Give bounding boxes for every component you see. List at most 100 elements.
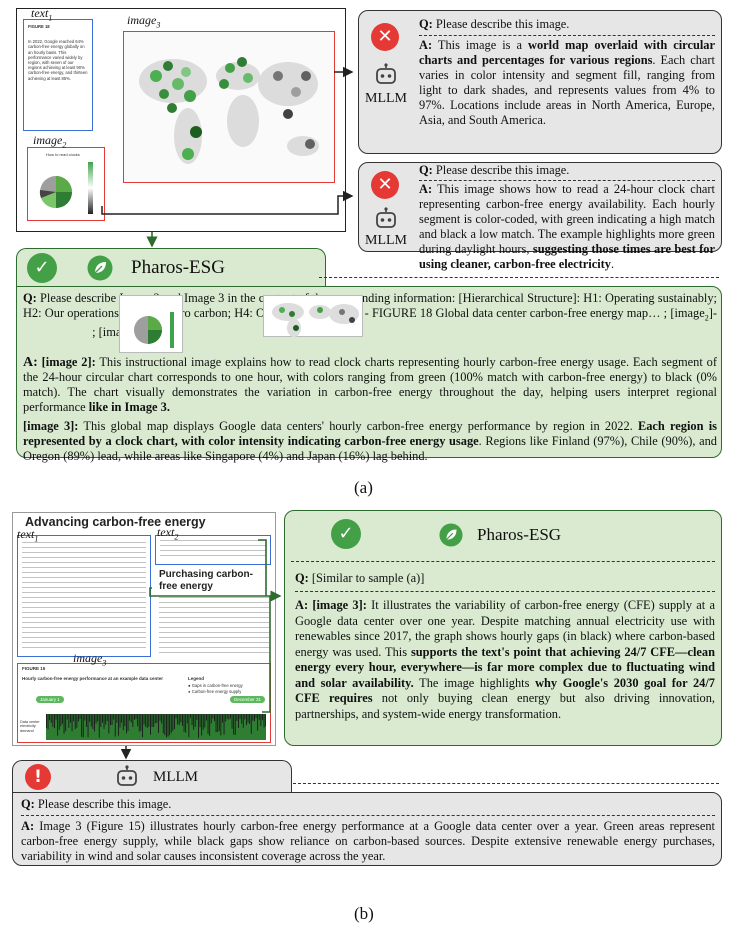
gap-stripe <box>238 714 239 728</box>
legend-title: Legend <box>188 676 205 681</box>
gap-stripe <box>249 714 251 724</box>
gap-stripe <box>158 714 159 733</box>
gap-stripe <box>178 714 180 726</box>
gap-stripe <box>66 714 68 720</box>
qa-divider <box>419 35 715 36</box>
pharos-body-a: Q: Please describe Image 2 and Image 3 i… <box>16 277 722 463</box>
text-segment: This image shows how to read a 24-hour c… <box>419 182 715 256</box>
image2-box: How to read clocks <box>27 147 105 221</box>
gap-stripe <box>246 714 247 726</box>
gap-stripe <box>98 714 100 738</box>
dec-badge: December 31 <box>230 696 266 703</box>
gap-stripe <box>84 714 86 721</box>
gap-stripe <box>258 714 260 720</box>
text-segment: world map overlaid with circular charts … <box>419 38 715 67</box>
gap-stripe <box>140 714 142 731</box>
gap-stripe <box>202 714 204 730</box>
image3-box-b: FIGURE 15 Hourly carbon-free energy perf… <box>17 663 271 743</box>
gap-stripe <box>247 714 249 723</box>
legend-item-supply: ● Carbon-free energy supply <box>188 689 242 694</box>
gap-stripe <box>217 714 219 732</box>
text-segment: The image highlights <box>413 675 536 690</box>
error-x-icon: ✕ <box>371 23 399 51</box>
gap-stripe <box>183 714 185 732</box>
doc-a: FIGURE 18 In 2022, Google reached 64% ca… <box>16 6 346 232</box>
gap-stripe <box>234 714 236 735</box>
gap-stripe <box>89 714 91 722</box>
gap-stripe <box>252 714 254 721</box>
image2-tag: image2 <box>33 133 67 150</box>
text-segment: why Google's 2030 goal for 24/7 CFE requ… <box>295 675 715 706</box>
gap-stripe <box>218 714 220 732</box>
gap-stripe <box>47 714 49 730</box>
gap-stripe <box>65 714 67 732</box>
gap-stripe <box>188 714 190 738</box>
gap-stripe <box>50 714 52 723</box>
gap-stripe <box>118 714 119 736</box>
gap-stripe <box>254 714 255 722</box>
image3-box <box>123 31 335 183</box>
gap-stripe <box>86 714 87 727</box>
text2-box-b <box>155 535 271 565</box>
question: Q: Please describe this image. <box>419 17 570 31</box>
mllm-qa-b: Q: Please describe this image. A: Image … <box>21 797 715 864</box>
gap-stripe <box>62 714 63 724</box>
gap-stripe <box>92 714 94 730</box>
mllm-label: MLLM <box>365 91 407 106</box>
gap-stripe <box>167 714 169 737</box>
answer: A: This image shows how to read a 24-hou… <box>419 182 715 271</box>
text1-tag-b: text1 <box>17 527 39 544</box>
gap-stripe <box>130 714 132 723</box>
text-segment: . <box>611 257 615 271</box>
gap-stripe <box>148 714 150 727</box>
qa-divider <box>295 591 715 592</box>
gap-stripe <box>54 714 55 729</box>
gap-stripe <box>190 714 191 719</box>
leaf-icon <box>439 523 463 547</box>
gap-stripe <box>97 714 99 722</box>
gap-stripe <box>57 714 59 736</box>
text1-tag: text1 <box>31 6 53 23</box>
gap-stripe <box>70 714 71 723</box>
gap-stripe <box>82 714 84 738</box>
mllm-response-2: ✕ MLLM Q: Please describe this image. A:… <box>358 162 722 271</box>
pharos-question: Q: Please describe Image 2 and Image 3 i… <box>23 291 718 342</box>
gap-stripe <box>196 714 198 720</box>
text-segment: suggesting those times are best for usin… <box>419 242 715 271</box>
mllm-response-1: ✕ MLLM Q: Please describe this image. A:… <box>358 10 722 154</box>
gap-stripe <box>68 714 70 728</box>
thumb-image2 <box>119 295 183 353</box>
gap-stripe <box>236 714 238 721</box>
gap-stripe <box>175 714 177 719</box>
gap-stripe <box>201 714 203 736</box>
text-segment: supports the text's point that achieving… <box>295 644 715 690</box>
gap-stripe <box>194 714 196 727</box>
gap-stripe <box>206 714 207 721</box>
text1-box: FIGURE 18 In 2022, Google reached 64% ca… <box>23 19 93 131</box>
gap-stripe <box>244 714 246 720</box>
gap-stripe <box>169 714 171 736</box>
pharos-answer-b: A: [image 3]: It illustrates the variabi… <box>295 598 716 721</box>
text2-lines <box>160 540 266 560</box>
gap-stripe <box>116 714 118 723</box>
mllm-label-b: MLLM <box>153 769 198 785</box>
caption-b: (b) <box>354 904 374 923</box>
gap-stripe <box>230 714 231 719</box>
gap-stripe <box>113 714 115 720</box>
gap-stripe <box>94 714 95 732</box>
mllm-label: MLLM <box>365 233 407 248</box>
gap-stripe <box>185 714 187 733</box>
qa-divider <box>419 180 715 181</box>
gap-stripe <box>151 714 153 728</box>
gap-stripe <box>137 714 139 727</box>
gap-stripe <box>174 714 175 730</box>
world-map <box>139 57 319 164</box>
text1-heading: FIGURE 18 <box>28 24 50 29</box>
robot-icon <box>117 765 137 786</box>
gap-stripe <box>226 714 228 719</box>
gap-stripe <box>95 714 97 724</box>
gap-stripe <box>265 714 266 727</box>
text1-body: In 2022, Google reached 64% carbon-free … <box>28 39 88 81</box>
energy-strip-chart <box>46 714 266 740</box>
mllm-body-b: Q: Please describe this image. A: Image … <box>12 783 722 866</box>
